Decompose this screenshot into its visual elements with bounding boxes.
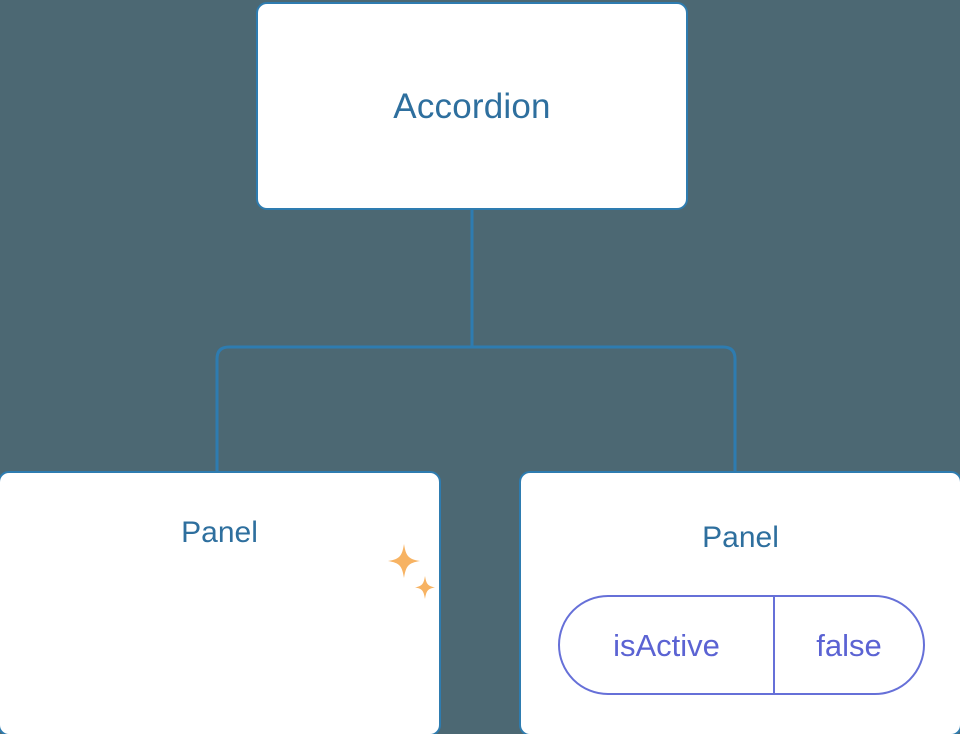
- node-panel-right-title: Panel: [702, 521, 779, 554]
- prop-key-label: isActive: [560, 597, 775, 693]
- connector-branch-bar: [215, 345, 737, 471]
- node-accordion[interactable]: Accordion: [256, 2, 688, 210]
- node-panel-left-title: Panel: [181, 516, 258, 549]
- prop-value-label: false: [816, 627, 882, 663]
- node-panel-right[interactable]: Panel isActive false: [519, 471, 960, 734]
- node-panel-left[interactable]: Panel: [0, 471, 441, 734]
- prop-pill-isactive-false[interactable]: isActive false: [558, 595, 925, 695]
- node-accordion-title: Accordion: [393, 86, 551, 126]
